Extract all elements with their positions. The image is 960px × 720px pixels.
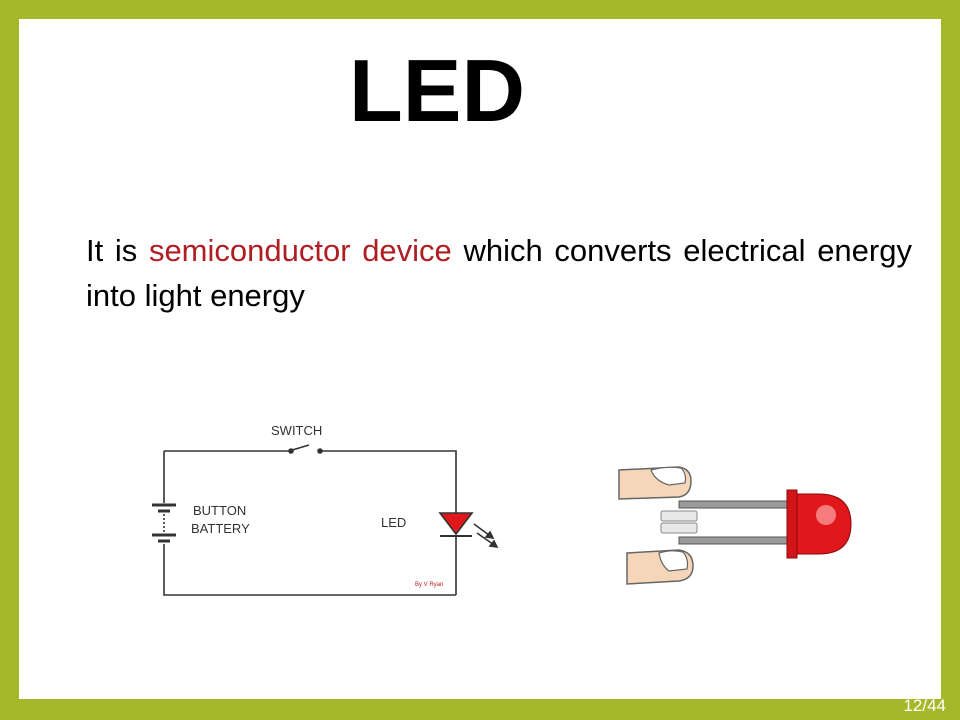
page-number: 12/44 bbox=[903, 696, 946, 715]
led-rim bbox=[786, 489, 798, 559]
slide-title: LED bbox=[349, 41, 525, 140]
light-arrowhead-2 bbox=[488, 539, 499, 549]
body-text-part2: which converts electrical energy into li… bbox=[86, 233, 912, 313]
slide-body-text: It is semiconductor device which convert… bbox=[86, 228, 912, 318]
led-leg-bottom bbox=[678, 536, 800, 545]
switch-label: SWITCH bbox=[271, 423, 322, 438]
fingernail-bottom bbox=[658, 550, 689, 572]
led-photo-illustration bbox=[618, 466, 852, 585]
body-text-highlight: semiconductor device bbox=[148, 233, 452, 268]
led-diagrams: SWITCH BUTTON BATTERY LED By V Ryan bbox=[152, 423, 852, 596]
circuit-wire-bottom bbox=[163, 544, 456, 596]
slide: LED It is semiconductor device which con… bbox=[19, 19, 941, 699]
led-leg-top bbox=[678, 500, 800, 509]
finger-pad-1 bbox=[660, 510, 698, 522]
circuit-diagram bbox=[152, 444, 499, 596]
led-symbol-triangle bbox=[438, 512, 474, 536]
led-label: LED bbox=[381, 515, 406, 530]
fingernail-top bbox=[650, 466, 687, 486]
circuit-wire-top-right bbox=[320, 450, 457, 514]
battery-label-line1: BUTTON bbox=[193, 503, 246, 518]
switch-contact-left bbox=[288, 448, 294, 454]
light-arrowhead-1 bbox=[484, 530, 495, 540]
finger-pad-2 bbox=[660, 522, 698, 534]
body-text-part1: It is bbox=[86, 233, 149, 268]
battery-label-line2: BATTERY bbox=[191, 521, 250, 536]
led-highlight bbox=[816, 505, 836, 525]
diagram-credit: By V Ryan bbox=[415, 582, 443, 588]
